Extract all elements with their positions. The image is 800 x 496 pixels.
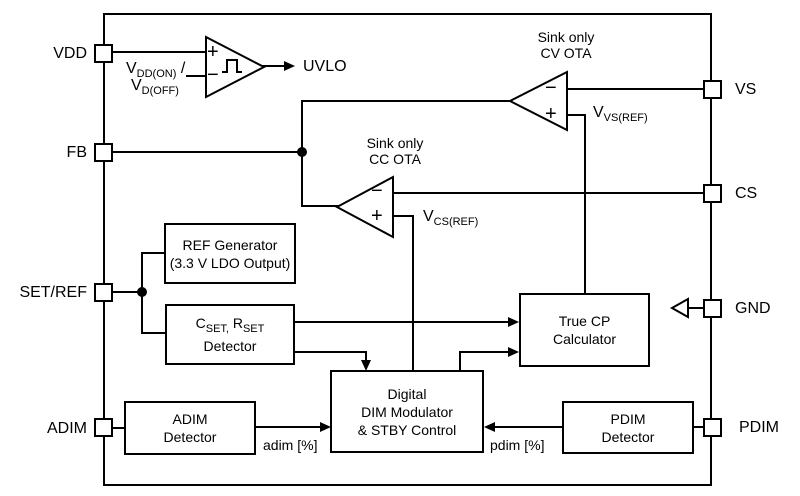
wire-dim-to-truecp-v	[459, 351, 461, 370]
junction-dot-setref	[137, 287, 147, 297]
chip-outline	[103, 13, 712, 486]
pin-label-fb: FB	[66, 144, 87, 161]
wire-ccota-output	[301, 205, 339, 207]
pin-label-setref: SET/REF	[19, 284, 87, 301]
ref-generator-line1: REF Generator	[182, 236, 278, 253]
wire-cvota-output	[301, 100, 511, 102]
dim-modulator-line1: Digital	[387, 385, 427, 402]
hysteresis-icon	[222, 59, 242, 73]
uvlo-plus-sign: +	[207, 41, 219, 63]
arrowhead-uvlo-icon	[284, 61, 295, 71]
pdim-percent-label: pdim [%]	[490, 437, 545, 453]
wire-to-ref-generator	[141, 252, 164, 254]
uvlo-minus-sign: −	[207, 64, 219, 86]
adim-percent-label: adim [%]	[263, 437, 318, 453]
uvlo-output-label: UVLO	[303, 58, 347, 75]
uvlo-comparator	[205, 35, 267, 99]
pin-label-vs: VS	[735, 81, 757, 98]
pin-label-vdd: VDD	[53, 45, 87, 62]
adim-detector-line2: Detector	[163, 429, 217, 445]
wire-adim-pin	[113, 427, 124, 429]
pin-label-adim: ADIM	[47, 420, 87, 437]
vd-off-threshold-label: VD(OFF)	[131, 77, 179, 98]
cv-ota-plus-sign: +	[545, 103, 557, 125]
cc-ota-plus-sign: +	[371, 205, 383, 227]
block-true-cp-calculator: True CP Calculator	[519, 293, 650, 367]
pin-vs	[703, 80, 722, 99]
pin-vdd	[94, 44, 113, 63]
cv-ota-triangle	[507, 70, 568, 132]
pdim-detector-line1: PDIM	[610, 410, 646, 427]
wire-dim-to-truecp-h	[459, 351, 509, 353]
wire-to-set-detector	[141, 332, 165, 334]
vvs-ref-label: VVS(REF)	[593, 104, 648, 125]
wire-vcsref-vertical	[412, 215, 414, 370]
wire-setdet-to-truecp	[295, 321, 509, 323]
wire-pdimdet-to-dim	[495, 426, 562, 428]
adim-detector-line1: ADIM	[172, 411, 208, 427]
pin-fb	[94, 143, 113, 162]
arrowhead-setdet-dim-icon	[361, 360, 371, 371]
wire-cvota-plus	[566, 114, 586, 116]
cc-ota-minus-sign: −	[371, 180, 383, 202]
block-set-detector: CSET, RSET Detector	[165, 304, 295, 365]
wire-vvsref-vertical	[584, 114, 586, 293]
cc-ota-triangle	[334, 175, 394, 239]
arrowhead-adim-dim-icon	[320, 422, 331, 432]
wire-vs-to-cvota	[566, 88, 703, 90]
ref-generator-line2: (3.3 V LDO Output)	[169, 254, 291, 271]
arrowhead-pdim-dim-icon	[484, 422, 495, 432]
block-pdim-detector: PDIM Detector	[562, 401, 694, 454]
gnd-open-arrow-icon	[669, 297, 689, 319]
pin-label-cs: CS	[735, 185, 758, 202]
block-ref-generator: REF Generator (3.3 V LDO Output)	[164, 223, 296, 284]
wire-uvlo-minus-stub	[186, 75, 206, 77]
block-dim-modulator: Digital DIM Modulator & STBY Control	[330, 370, 484, 453]
wire-uvlo-output	[262, 65, 284, 67]
wire-setdet-to-dim-h	[295, 351, 367, 353]
vdd-on-threshold-label: VDD(ON) /	[126, 60, 186, 81]
pdim-detector-line2: Detector	[601, 428, 655, 445]
block-adim-detector: ADIM Detector	[124, 401, 256, 455]
pin-label-gnd: GND	[735, 300, 771, 317]
wire-ccota-plus	[391, 215, 414, 217]
dim-modulator-line3: & STBY Control	[357, 421, 457, 438]
cv-ota-minus-sign: −	[545, 77, 557, 99]
junction-dot-fb	[297, 147, 307, 157]
wire-pdim-pin	[694, 426, 703, 428]
pin-adim	[94, 418, 113, 437]
set-detector-line2: Detector	[203, 338, 257, 355]
wire-vdd-to-uvlo	[113, 51, 206, 53]
arrowhead-dim-truecp-icon	[508, 347, 519, 357]
set-detector-line1: CSET, RSET	[195, 314, 265, 335]
pin-setref	[94, 283, 113, 302]
arrowhead-setdet-truecp-icon	[508, 317, 519, 327]
pin-gnd	[703, 299, 722, 318]
wire-cs-to-ccota	[392, 192, 703, 194]
cc-ota-caption: Sink only CC OTA	[366, 135, 424, 167]
pin-pdim	[703, 418, 722, 437]
pin-cs	[703, 184, 722, 203]
wire-fb	[113, 151, 303, 153]
true-cp-line1: True CP	[558, 313, 611, 329]
wire-gnd	[684, 307, 703, 309]
vcs-ref-label: VCS(REF)	[423, 208, 479, 229]
cv-ota-caption: Sink only CV OTA	[537, 29, 595, 61]
true-cp-line2: Calculator	[552, 331, 617, 347]
pin-label-pdim: PDIM	[739, 419, 779, 436]
wire-setdet-to-dim-v	[365, 351, 367, 361]
wire-setref	[113, 291, 143, 293]
dim-modulator-line2: DIM Modulator	[361, 403, 453, 420]
wire-adimdet-to-dim	[256, 426, 321, 428]
